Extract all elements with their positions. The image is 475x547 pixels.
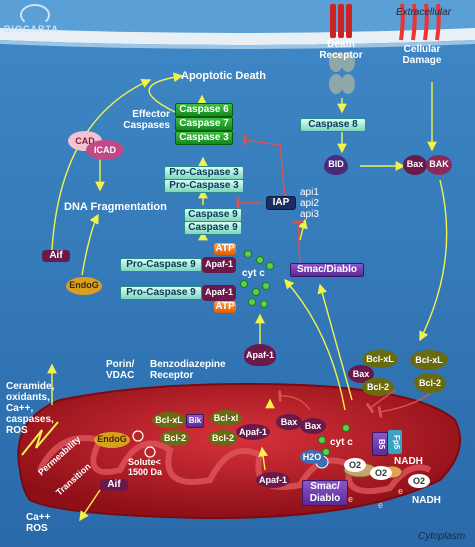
api1-label: api1	[300, 187, 319, 198]
logo-swoosh-icon	[20, 4, 50, 26]
bax-node-top: Bax	[403, 155, 427, 175]
nadh-label-b: NADH	[412, 495, 441, 506]
cyt-c-mito-dot	[322, 448, 330, 456]
dna-fragmentation-label: DNA Fragmentation	[64, 201, 167, 213]
cyt-c-mito-dot	[318, 436, 326, 444]
bcl-2-node-right-1: Bcl-2	[362, 378, 394, 396]
pro-caspase-3-node-b: Pro-Caspase 3	[164, 179, 244, 193]
cyt-c-dot	[248, 298, 256, 306]
solute-label: Solute< 1500 Da	[128, 457, 163, 477]
cyt-c-label: cyt c	[242, 268, 265, 279]
plasma-membrane	[0, 28, 475, 45]
cellular-damage-label: Cellular Damage	[402, 44, 442, 66]
o2-node-c: O2	[408, 474, 430, 488]
smac-diablo-mito-node: Smac/ Diablo	[302, 480, 348, 506]
atp-node-bottom: ATP	[214, 301, 236, 313]
aif-node-left: Aif	[42, 250, 70, 262]
bcl-xl-node-right-1: Bcl-xL	[362, 350, 398, 368]
membrane-inner-edge	[0, 40, 475, 49]
cellular-damage-icon	[399, 3, 441, 41]
porin-channel-icon	[132, 430, 144, 442]
o2-node-b: O2	[370, 466, 392, 480]
cyt-c-dot	[266, 262, 274, 270]
stressors-label: Ceramide, oxidants, Ca++, caspases, ROS	[6, 381, 55, 436]
api3-label: api3	[300, 209, 319, 220]
ca-ros-label: Ca++ ROS	[26, 512, 51, 534]
bcl-xl-mito-node-b: Bcl-xl	[210, 410, 242, 426]
cyt-c-dot	[260, 300, 268, 308]
caspase-9-node-b: Caspase 9	[184, 221, 242, 235]
bcl-xl-node-right-2: Bcl-xL	[410, 350, 448, 370]
bax-node-right: Bax	[348, 365, 374, 383]
effector-caspases-label: Effector Caspases	[123, 109, 170, 131]
bcl-2-mito-node-a: Bcl-2	[160, 430, 190, 446]
h2o-node: H2O	[300, 450, 324, 464]
bid-node: BID	[324, 155, 348, 175]
endog-node-left: EndoG	[66, 277, 102, 295]
benzodiazepine-receptor-label: Benzodiazepine Receptor	[150, 359, 226, 381]
bax-mito-node-b: Bax	[300, 418, 326, 434]
cyt-c-dot	[256, 256, 264, 264]
biocarta-logo: BIOCARTA	[4, 24, 59, 34]
death-receptor-icon	[329, 4, 355, 94]
bcl-2-node-right-2: Bcl-2	[414, 373, 446, 393]
caspase-9-node-a: Caspase 9	[184, 208, 242, 222]
o2-node-a: O2	[344, 458, 366, 472]
caspase-6-node: Caspase 6	[175, 103, 233, 117]
cyt-c-mito-dot	[342, 424, 350, 432]
pro-caspase-9-node-b: Pro-Caspase 9	[120, 286, 202, 300]
cyt-c-dot	[262, 282, 270, 290]
pro-caspase-9-node-a: Pro-Caspase 9	[120, 258, 202, 272]
icad-node: ICAD	[86, 140, 124, 160]
endog-mito-node: EndoG	[94, 432, 130, 448]
electron-label-a: e	[348, 494, 354, 504]
electron-label-c: e	[398, 486, 404, 496]
benzodiazepine-channel-icon	[144, 446, 156, 458]
cyt-c-mito-label: cyt c	[330, 437, 353, 448]
iap-node: IAP	[266, 196, 296, 210]
extracellular-band	[0, 0, 475, 34]
smac-diablo-node: Smac/Diablo	[290, 263, 364, 277]
atp-node-top: ATP	[214, 243, 236, 255]
api2-label: api2	[300, 198, 319, 209]
electron-label-b: e	[378, 500, 384, 510]
cyt-c-dot	[252, 288, 260, 296]
pro-caspase-3-node-a: Pro-Caspase 3	[164, 166, 244, 180]
apaf-1-node-b: Apaf-1	[202, 285, 236, 301]
caspase-8-node: Caspase 8	[300, 118, 366, 132]
death-receptor-label: Death Receptor	[319, 39, 363, 61]
extracellular-label: Extracellular	[396, 7, 452, 18]
fp5-node: Fp5	[388, 430, 402, 454]
caspase-7-node: Caspase 7	[175, 117, 233, 131]
lightning-icon	[21, 421, 59, 456]
bcl-2-mito-node-b: Bcl-2	[208, 430, 238, 446]
nadh-label-a: NADH	[394, 456, 423, 467]
cytoplasm-label: Cytoplasm	[418, 531, 466, 542]
caspase-3-node: Caspase 3	[175, 131, 233, 145]
b5-node: B5	[372, 432, 388, 456]
apaf-1-node-a: Apaf-1	[202, 257, 236, 273]
mitochondrion-icon	[17, 383, 461, 520]
bak-node-top: BAK	[426, 155, 452, 175]
porin-vdac-label: Porin/ VDAC	[106, 359, 135, 381]
apaf-1-mito-bottom-node: Apaf-1	[256, 472, 290, 488]
aif-mito-node: Aif	[100, 479, 128, 491]
cyt-c-dot	[244, 250, 252, 258]
bax-mito-node-a: Bax	[276, 414, 302, 430]
apaf-1-mito-node: Apaf-1	[236, 424, 270, 440]
bcl-xl-mito-node-a: Bcl-xL	[152, 412, 186, 428]
apoptotic-death-label: Apoptotic Death	[181, 70, 266, 82]
cyt-c-dot	[240, 280, 248, 288]
bik-node: Bik	[186, 414, 204, 428]
apaf-1-free-node: Apaf-1	[244, 344, 276, 366]
